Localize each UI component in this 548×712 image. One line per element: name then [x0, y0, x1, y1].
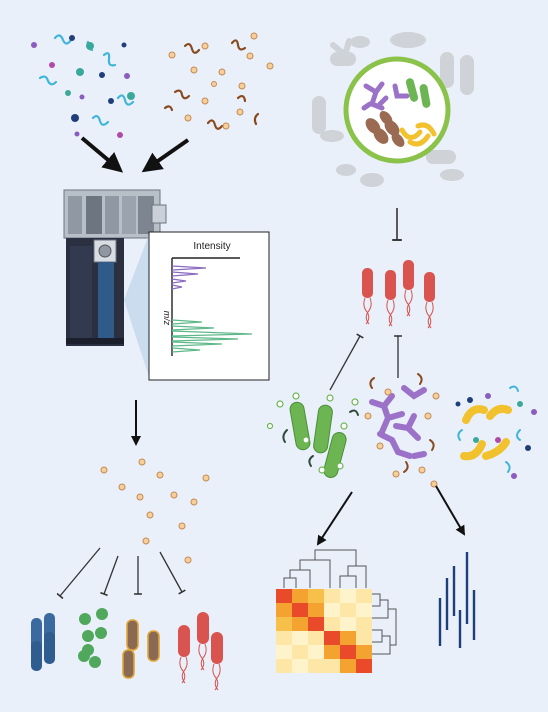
bacterium-cell-icon: [343, 56, 451, 164]
blue-bacterium-icon: [31, 613, 55, 671]
arrow-to-heatmap: [316, 491, 353, 546]
red-bacteria-middle-icon: [362, 260, 435, 329]
arrow-right-to-ms: [141, 138, 190, 173]
yellow-bacteria-group: [455, 385, 537, 479]
side-dendrogram: [372, 593, 397, 655]
arrow-to-barcode: [435, 485, 466, 536]
arrow-left-to-ms: [80, 136, 124, 173]
brown-cocci: [365, 111, 405, 147]
spectrum-x-label: Intensity: [193, 241, 230, 252]
green-bacteria-group: [266, 392, 359, 478]
heatmap-grid: [276, 589, 372, 673]
inhibition-green-to-red: [329, 333, 364, 391]
brown-bacilli-icon: [122, 619, 160, 679]
background-microbes: [312, 32, 474, 187]
zoom-wedge: [124, 232, 150, 380]
top-dendrogram: [283, 549, 367, 588]
barcode-lines-icon: [438, 552, 476, 648]
green-cocci-icon: [78, 608, 108, 668]
mass-spectrum-icon: Intensity m/z: [148, 231, 270, 381]
purple-branched-bacteria: [361, 81, 410, 111]
heatmap-dendrogram-icon: [276, 549, 397, 673]
green-peaks: [171, 319, 253, 353]
purple-peaks: [171, 265, 207, 290]
inhibition-arrows-bottom: [56, 547, 186, 600]
spectrum-y-label: m/z: [162, 311, 172, 326]
compound-cloud-right: [163, 32, 274, 130]
metabolite-dots: [100, 458, 210, 564]
purple-bacteria-group: [364, 373, 440, 488]
mass-spectrometer-icon: [63, 189, 167, 346]
yellow-vibrios: [399, 122, 437, 147]
red-bacteria-bottom-icon: [178, 612, 223, 691]
compound-cloud-left: [31, 34, 135, 138]
green-rods: [405, 78, 431, 108]
